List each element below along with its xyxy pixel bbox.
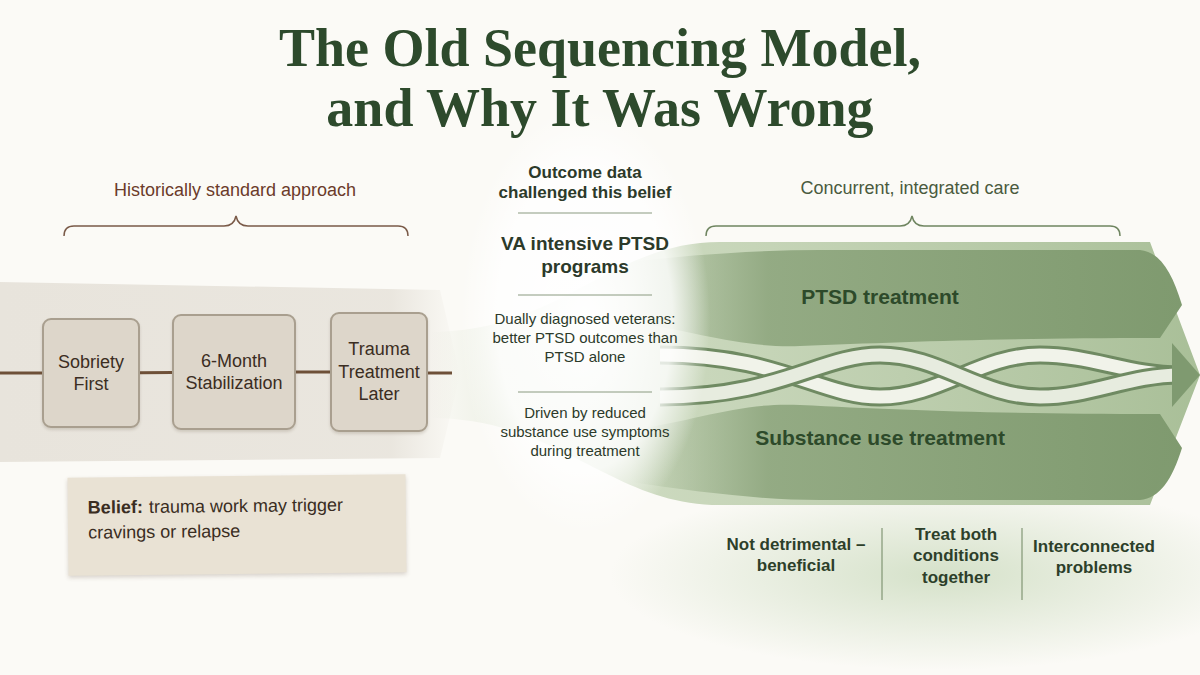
box-text-group: Trauma Treatment Later (336, 338, 422, 406)
note-heading: Belief: (88, 497, 143, 518)
finding-heading: Outcome data challenged this belief (495, 163, 675, 204)
process-box: Trauma Treatment Later (330, 312, 428, 432)
process-box: 6-Month Stabilization (172, 314, 296, 430)
finding-note: Driven by reduced substance use symptoms… (490, 404, 680, 460)
connector-line (296, 371, 330, 374)
group-label: Historically standard approach (60, 180, 410, 202)
box-text-group: 6-Month Stabilization (178, 350, 290, 395)
node-text: Trauma Treatment Later (336, 338, 422, 406)
stream-label: PTSD treatment (760, 284, 1000, 309)
stream-label: Substance use treatment (730, 425, 1030, 450)
node-text: 6-Month Stabilization (178, 350, 290, 395)
outcome-label: Interconnected problems (1028, 536, 1160, 579)
connector-line (140, 371, 172, 374)
outcome-label: Treat both conditions together (894, 524, 1018, 588)
diagram-title: The Old Sequencing Model, and Why It Was… (250, 18, 950, 138)
finding-label: VA intensive PTSD programs (495, 233, 675, 279)
outcome-label: Not detrimental – beneficial (716, 534, 876, 577)
box-text-group: Sobriety First (48, 351, 134, 396)
note-card: Belief:trauma work may trigger cravings … (67, 474, 406, 576)
process-box: Sobriety First (42, 318, 140, 428)
group-label: Concurrent, integrated care (700, 178, 1120, 200)
node-text: Sobriety First (48, 351, 134, 396)
finding-note: Dually diagnosed veterans: better PTSD o… (490, 310, 680, 366)
